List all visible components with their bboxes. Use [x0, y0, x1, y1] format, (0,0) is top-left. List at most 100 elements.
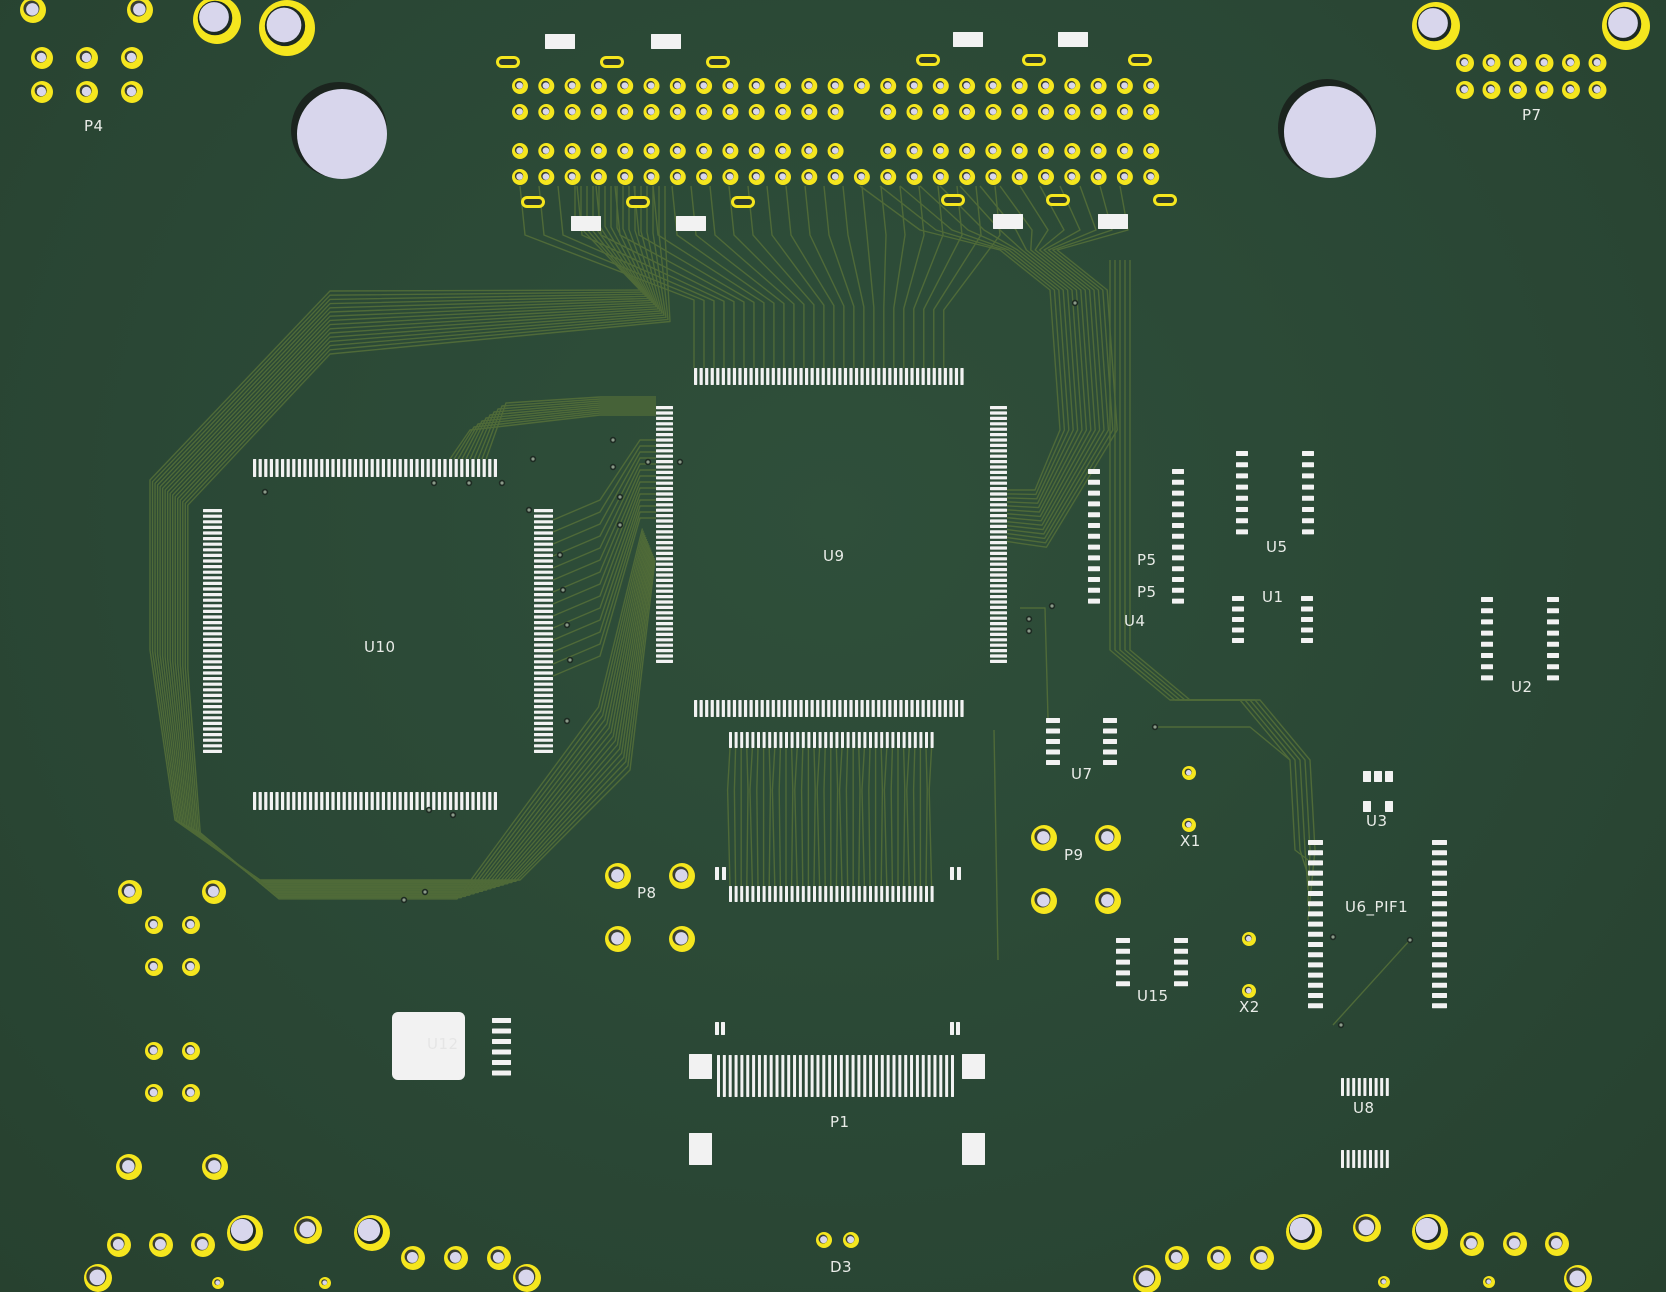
u5-pin-left — [1236, 507, 1248, 512]
u10-pin-right — [534, 525, 553, 529]
u6-pin-right — [1432, 840, 1447, 845]
u9-pin-left — [656, 654, 673, 658]
u6-pin-left — [1308, 870, 1323, 876]
drill-hole-bore — [36, 86, 47, 97]
drill-hole-bore — [1037, 894, 1050, 907]
u9-pin-right — [990, 508, 1007, 512]
copper-traces — [149, 185, 1411, 1026]
tsop-pin-top — [908, 732, 912, 748]
u10-pin-top — [454, 459, 458, 477]
u9-pin-bottom — [866, 700, 870, 717]
u6-pin-right — [1432, 962, 1447, 968]
u9-pin-top — [871, 368, 875, 385]
u10-pin-bottom — [482, 792, 486, 810]
label-u2: U2 — [1511, 678, 1533, 696]
trace-u10top-u9 — [449, 414, 656, 460]
u10-pin-bottom — [370, 792, 374, 810]
trace-tsop — [726, 747, 731, 887]
drill-hole-bore — [26, 3, 39, 16]
u10-pin-right — [534, 738, 553, 742]
u1-pin-left — [1232, 617, 1244, 622]
u9-pin-bottom — [827, 700, 831, 717]
drill-hole-bore — [568, 173, 576, 180]
u9-pin-bottom — [888, 700, 892, 717]
u9-pin-left — [656, 605, 673, 609]
u7-pin-right — [1103, 749, 1117, 755]
drill-hole-bore — [322, 1280, 328, 1286]
trace-bundle-west — [161, 186, 652, 887]
u10-pin-left — [203, 548, 222, 552]
p1-contact — [892, 1055, 896, 1097]
u9-pin-top — [854, 368, 859, 385]
u8-pin-bottom — [1363, 1150, 1367, 1168]
drill-hole-bore — [805, 147, 813, 154]
u9-pin-right — [990, 616, 1007, 620]
drill-hole-bore — [595, 108, 602, 115]
trace-bundle-west — [159, 186, 653, 886]
u10-pin-bottom — [471, 792, 475, 810]
u3-pad — [1385, 801, 1393, 812]
slot-hole — [603, 59, 621, 65]
drill-hole-bore — [1016, 147, 1023, 154]
slot-hole — [919, 57, 937, 63]
u9-pin-bottom — [782, 700, 786, 717]
u9-pin-right — [990, 416, 1007, 420]
u15-pin-left — [1116, 938, 1130, 943]
trace-u10top-u9 — [477, 400, 656, 460]
label-d3: D3 — [830, 1258, 853, 1276]
connector-smd-pad — [1098, 214, 1128, 229]
trace-tsop — [813, 747, 816, 887]
u9-pin-bottom — [749, 700, 753, 717]
drill-hole-bore — [700, 173, 707, 180]
drill-hole-bore — [820, 1236, 828, 1244]
u3-pad — [1363, 771, 1371, 782]
u9-pin-right — [990, 476, 1007, 480]
u10-pin-right — [534, 643, 553, 647]
u1-pin-left — [1232, 627, 1244, 633]
u2-pin-left — [1481, 608, 1493, 614]
u10-pin-right — [534, 514, 553, 518]
u9-pin-bottom — [854, 700, 859, 717]
u8-pin-bottom — [1374, 1150, 1378, 1168]
u10-pin-bottom — [381, 792, 385, 810]
u5-pin-right — [1302, 507, 1314, 512]
u9-pin-right — [990, 422, 1007, 426]
trace-to-u6 — [1129, 260, 1316, 921]
drill-hole-bore — [726, 82, 734, 89]
u10-pin-right — [534, 570, 553, 574]
u9-pin-bottom — [832, 700, 836, 717]
u9-pin-bottom — [788, 700, 792, 717]
p1-contact — [863, 1055, 867, 1097]
u10-pin-top — [415, 459, 419, 477]
u9-pin-bottom — [743, 700, 748, 717]
u9-pin-right — [990, 589, 1007, 593]
drill-hole-bore — [406, 1251, 418, 1263]
u9-pin-bottom — [910, 700, 914, 717]
u8-pin-top — [1369, 1078, 1372, 1096]
drill-hole-bore — [122, 1160, 135, 1173]
drill-hole-bore — [1121, 108, 1128, 115]
tsop-pin-bottom — [745, 886, 749, 902]
drill-hole-bore — [1121, 173, 1128, 180]
u10-pin-right — [534, 542, 553, 546]
drill-hole-bore — [1255, 1251, 1267, 1263]
u9-pin-top — [843, 368, 848, 385]
u6-pin-right — [1432, 931, 1447, 937]
drill-hole-bore — [910, 173, 918, 180]
p1-contact — [757, 1055, 761, 1097]
trace-bundle-north — [804, 185, 845, 368]
drill-hole-bore — [149, 1046, 158, 1055]
u4-p5-pin-left — [1088, 555, 1100, 561]
u3-pad — [1363, 801, 1371, 812]
trace-tsop — [823, 747, 826, 887]
u10-pin-right — [534, 559, 553, 563]
via-core — [1027, 617, 1031, 621]
u9-pin-bottom — [849, 700, 853, 717]
u6-pin-left — [1308, 952, 1323, 958]
drill-hole-bore — [1094, 108, 1102, 115]
drill-hole-bore — [937, 82, 944, 89]
trace-tsop — [794, 747, 798, 887]
drill-hole-bore — [149, 920, 158, 929]
u9-pin-left — [656, 611, 673, 615]
p1-contact — [822, 1055, 826, 1097]
